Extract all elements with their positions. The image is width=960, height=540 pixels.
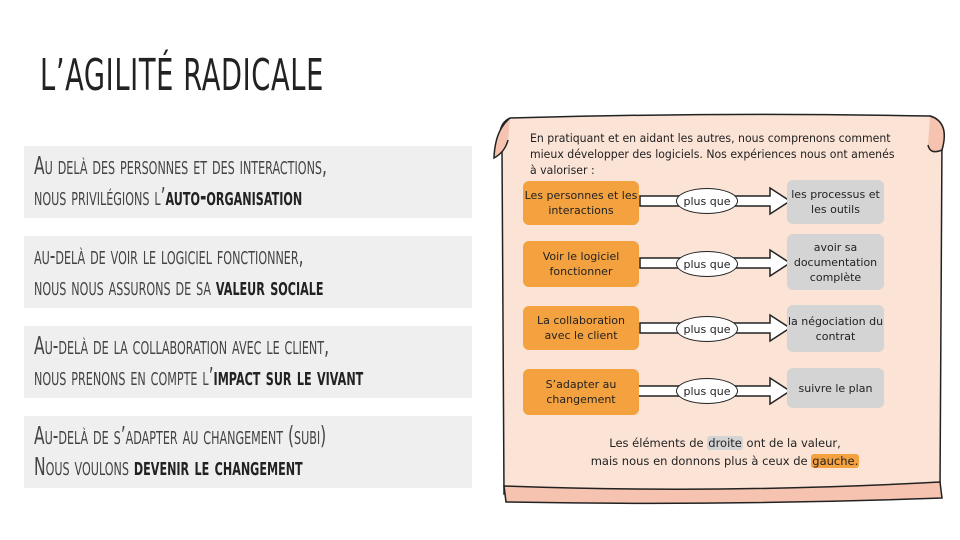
- value-right: suivre le plan: [787, 368, 884, 408]
- principle-text: nous prenons en compte l’: [34, 362, 214, 391]
- principle-line: Au-delà de s’adapter au changement (subi…: [34, 421, 327, 450]
- principle-emphasis: auto-organisation: [165, 182, 303, 211]
- value-right: les processus et les outils: [787, 180, 884, 224]
- principle-text: Nous voulons: [34, 452, 134, 481]
- outro-highlight-right: droite: [707, 436, 743, 450]
- plus-que-label: plus que: [676, 251, 738, 277]
- principle-line: Nous voulons devenir le changement: [34, 451, 303, 482]
- value-left: S’adapter au changement: [523, 369, 639, 415]
- principle-line: nous privilégions l’auto-organisation: [34, 181, 302, 212]
- principle-box-4: Au-delà de s’adapter au changement (subi…: [24, 416, 472, 488]
- principle-box-3: Au-delà de la collaboration avec le clie…: [24, 326, 472, 398]
- principle-box-1: Au delà des personnes et des interaction…: [24, 146, 472, 218]
- principle-emphasis: valeur sociale: [215, 272, 324, 301]
- value-right: la négociation du contrat: [787, 305, 884, 352]
- manifesto-intro: En pratiquant et en aidant les autres, n…: [530, 131, 895, 177]
- principle-line: nous prenons en compte l’impact sur le v…: [34, 361, 363, 392]
- plus-que-label: plus que: [676, 316, 738, 342]
- principle-line: Au delà des personnes et des interaction…: [34, 151, 327, 180]
- principle-emphasis: impact sur le vivant: [213, 362, 364, 391]
- principle-box-2: au-delà de voir le logiciel fonctionner,…: [24, 236, 472, 308]
- principle-line: Au-delà de la collaboration avec le clie…: [34, 331, 330, 360]
- plus-que-label: plus que: [676, 188, 738, 214]
- plus-que-label: plus que: [676, 378, 738, 404]
- outro-text: Les éléments de: [609, 436, 708, 450]
- value-right: avoir sa documentation complète: [787, 234, 884, 290]
- principle-emphasis: devenir le changement: [133, 452, 303, 481]
- value-left: Les personnes et les interactions: [523, 181, 639, 225]
- principle-line: nous nous assurons de sa valeur sociale: [34, 271, 323, 302]
- outro-text: mais nous en donnons plus à ceux de: [590, 454, 812, 468]
- value-left: Voir le logiciel fonctionner: [523, 241, 639, 287]
- outro-text: ont de la valeur,: [742, 436, 841, 450]
- principle-text: nous nous assurons de sa: [34, 272, 216, 301]
- principle-text: nous privilégions l’: [34, 182, 166, 211]
- manifesto-outro: Les éléments de droite ont de la valeur,…: [560, 434, 890, 470]
- slide-title: L’agilité radicale: [40, 50, 324, 101]
- value-left: La collaboration avec le client: [523, 306, 639, 350]
- outro-highlight-left: gauche.: [811, 454, 860, 468]
- principle-line: au-delà de voir le logiciel fonctionner,: [34, 241, 304, 270]
